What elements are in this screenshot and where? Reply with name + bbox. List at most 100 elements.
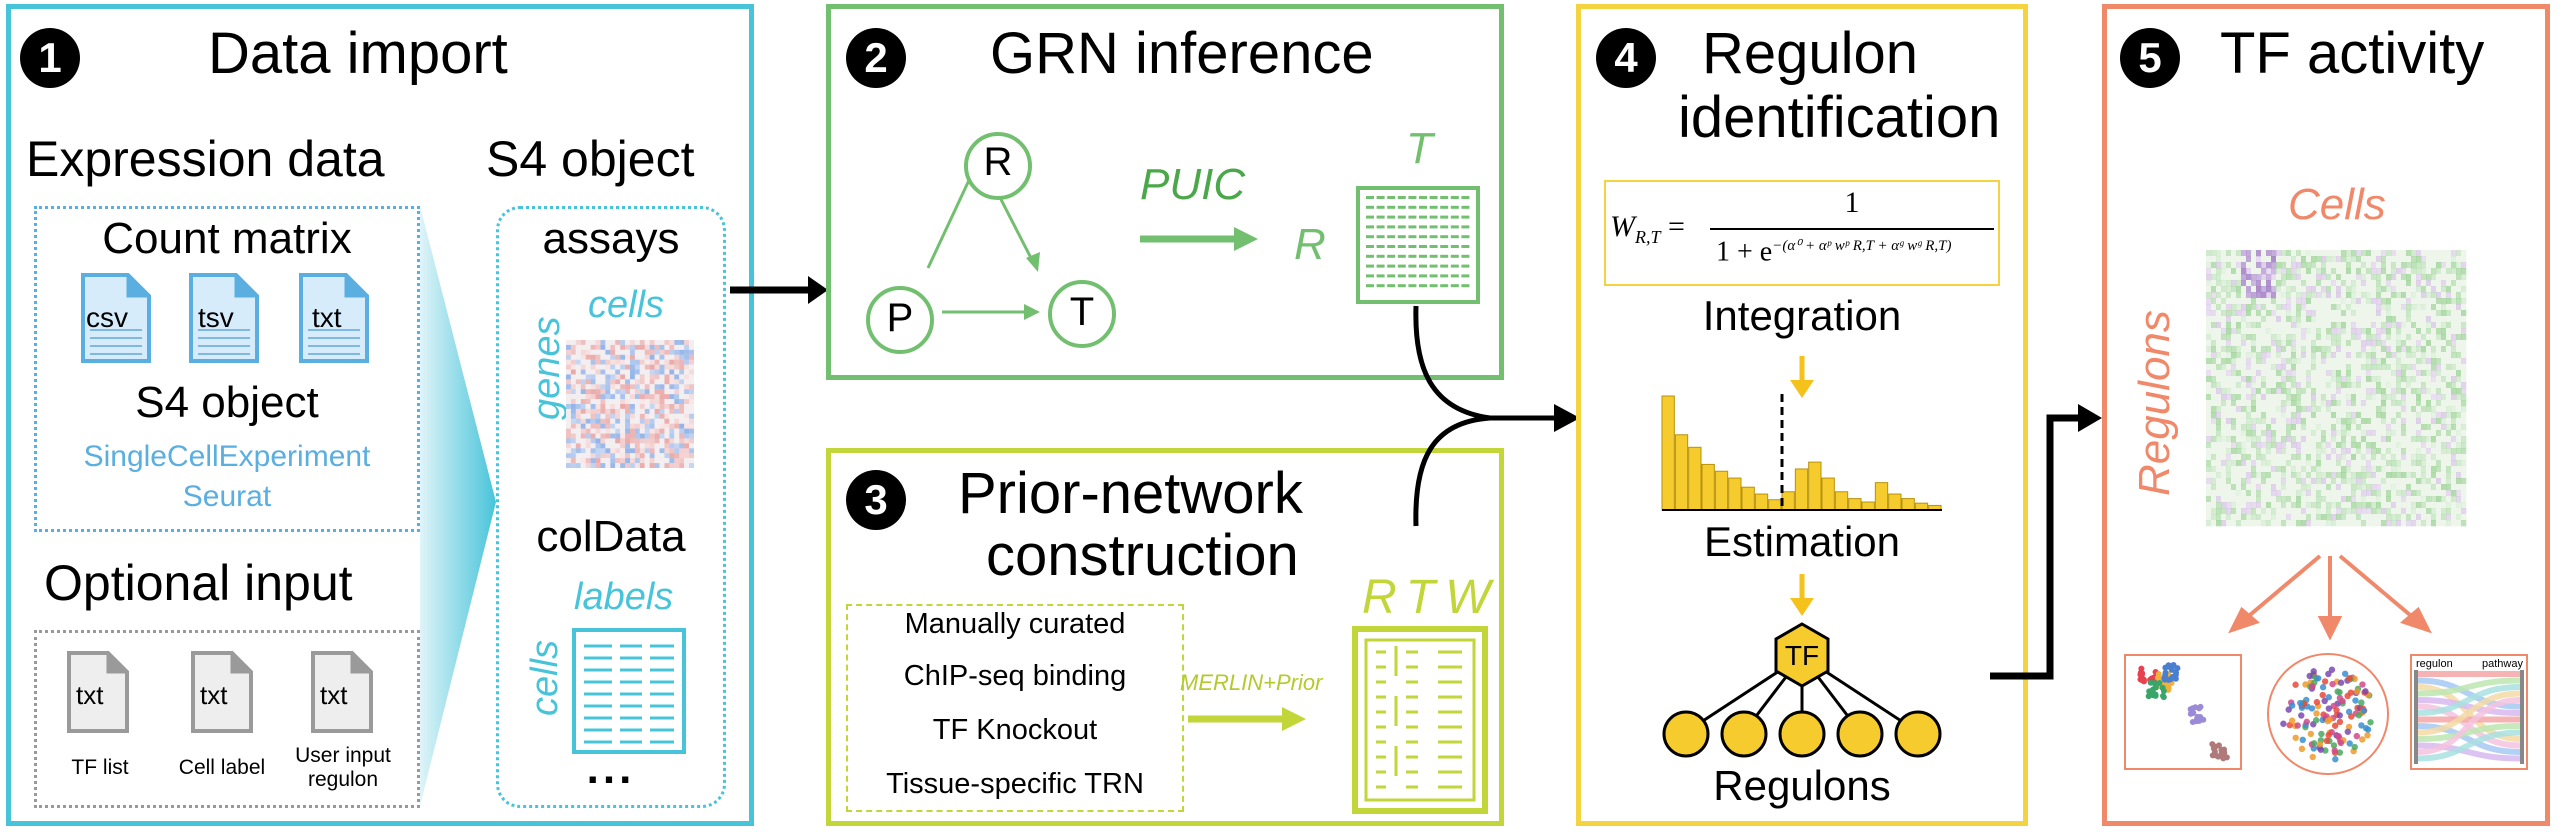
formula-denominator-base: 1 + e (1716, 236, 1773, 268)
heatmap-cell (2276, 316, 2282, 323)
heatmap-cell (2291, 346, 2297, 353)
edge-p-t-arrowhead (1024, 304, 1040, 320)
heatmap-cell (2226, 508, 2232, 515)
matrix-cell (1387, 215, 1396, 219)
heatmap-cell (2256, 472, 2262, 479)
heatmap-cell (2461, 382, 2467, 389)
heatmap-cell (615, 438, 621, 444)
heatmap-cell (585, 389, 591, 395)
heatmap-cell (2316, 520, 2322, 527)
heatmap-cell (2366, 394, 2372, 401)
heatmap-cell (2206, 310, 2212, 317)
matrix-cell (1419, 215, 1427, 219)
heatmap-cell (2246, 502, 2252, 509)
heatmap-cell (2306, 400, 2312, 407)
heatmap-cell (580, 340, 586, 345)
scatter-point (2160, 687, 2167, 694)
heatmap-cell (2236, 262, 2242, 269)
heatmap-cell (590, 369, 596, 375)
heatmap-cell (2256, 436, 2262, 443)
heatmap-cell (2246, 448, 2252, 455)
heatmap-cell (664, 418, 670, 424)
heatmap-cell (2266, 328, 2272, 335)
heatmap-cell (2381, 382, 2387, 389)
heatmap-cell (2406, 274, 2412, 281)
heatmap-cell (664, 463, 670, 468)
heatmap-cell (2241, 514, 2247, 521)
heatmap-cell (605, 463, 611, 468)
grn-network-diagram (866, 132, 1116, 354)
heatmap-cell (679, 453, 685, 459)
heatmap-cell (2271, 322, 2277, 329)
heatmap-cell (2456, 436, 2462, 443)
heatmap-cell (2326, 454, 2332, 461)
heatmap-cell (610, 364, 616, 370)
heatmap-cell (2251, 262, 2257, 269)
heatmap-cell (2431, 466, 2437, 473)
heatmap-cell (2401, 448, 2407, 455)
heatmap-cell (2411, 274, 2417, 281)
arrows-to-regulon (1413, 305, 1580, 527)
heatmap-cell (679, 423, 685, 429)
heatmap-cell (2266, 502, 2272, 509)
heatmap-cell (605, 448, 611, 454)
heatmap-cell (2231, 514, 2237, 521)
heatmap-cell (2436, 310, 2442, 317)
heatmap-cell (2386, 274, 2392, 281)
heatmap-cell (2361, 268, 2367, 275)
heatmap-cell (2371, 352, 2377, 359)
heatmap-cell (2211, 436, 2217, 443)
heatmap-cell (570, 408, 576, 414)
heatmap-cell (630, 438, 635, 444)
heatmap-cell (2216, 346, 2222, 353)
sankey-plot: regulon pathway (2410, 654, 2528, 770)
heatmap-cell (2231, 430, 2237, 437)
heatmap-cell (585, 443, 591, 449)
heatmap-cell (2451, 508, 2457, 515)
heatmap-cell (2346, 358, 2352, 365)
heatmap-cell (585, 438, 591, 444)
heatmap-cell (2336, 298, 2342, 305)
heatmap-cell (2391, 484, 2397, 491)
heatmap-cell (2226, 424, 2232, 431)
matrix-cell (1440, 254, 1449, 258)
heatmap-cell (2431, 268, 2437, 275)
heatmap-cell (2336, 490, 2342, 497)
heatmap-cell (639, 438, 645, 444)
heatmap-cell (2251, 316, 2257, 323)
heatmap-cell (2311, 286, 2317, 293)
heatmap-cell (2271, 412, 2277, 419)
heatmap-cell (2311, 478, 2317, 485)
heatmap-cell (2301, 388, 2307, 395)
heatmap-cell (575, 448, 581, 454)
matrix-cell (1387, 254, 1396, 258)
heatmap-cell (2411, 442, 2417, 449)
heatmap-cell (2286, 280, 2292, 287)
heatmap-cell (625, 428, 630, 434)
heatmap-cell (2206, 520, 2212, 527)
heatmap-cell (2216, 382, 2222, 389)
heatmap-cell (2241, 358, 2247, 365)
heatmap-cell (2371, 304, 2377, 311)
heatmap-cell (2366, 520, 2372, 527)
coldata-label: colData (536, 512, 686, 561)
heatmap-cell (2211, 346, 2217, 353)
heatmap-cell (689, 423, 694, 429)
heatmap-cell (2401, 376, 2407, 383)
heatmap-cell (2261, 304, 2267, 311)
heatmap-cell (2461, 274, 2467, 281)
heatmap-cell (2236, 358, 2242, 365)
heatmap-cell (2416, 406, 2422, 413)
heatmap-cell (2426, 514, 2432, 521)
heatmap-cell (2421, 370, 2427, 377)
heatmap-cell (575, 389, 581, 395)
heatmap-cell (2321, 364, 2327, 371)
heatmap-cell (2376, 304, 2382, 311)
heatmap-cell (2246, 322, 2252, 329)
heatmap-cell (2326, 388, 2332, 395)
heatmap-cell (2356, 382, 2362, 389)
heatmap-cell (2341, 514, 2347, 521)
heatmap-cell (2251, 466, 2257, 473)
scatter-point (2302, 681, 2309, 688)
heatmap-cell (2271, 436, 2277, 443)
